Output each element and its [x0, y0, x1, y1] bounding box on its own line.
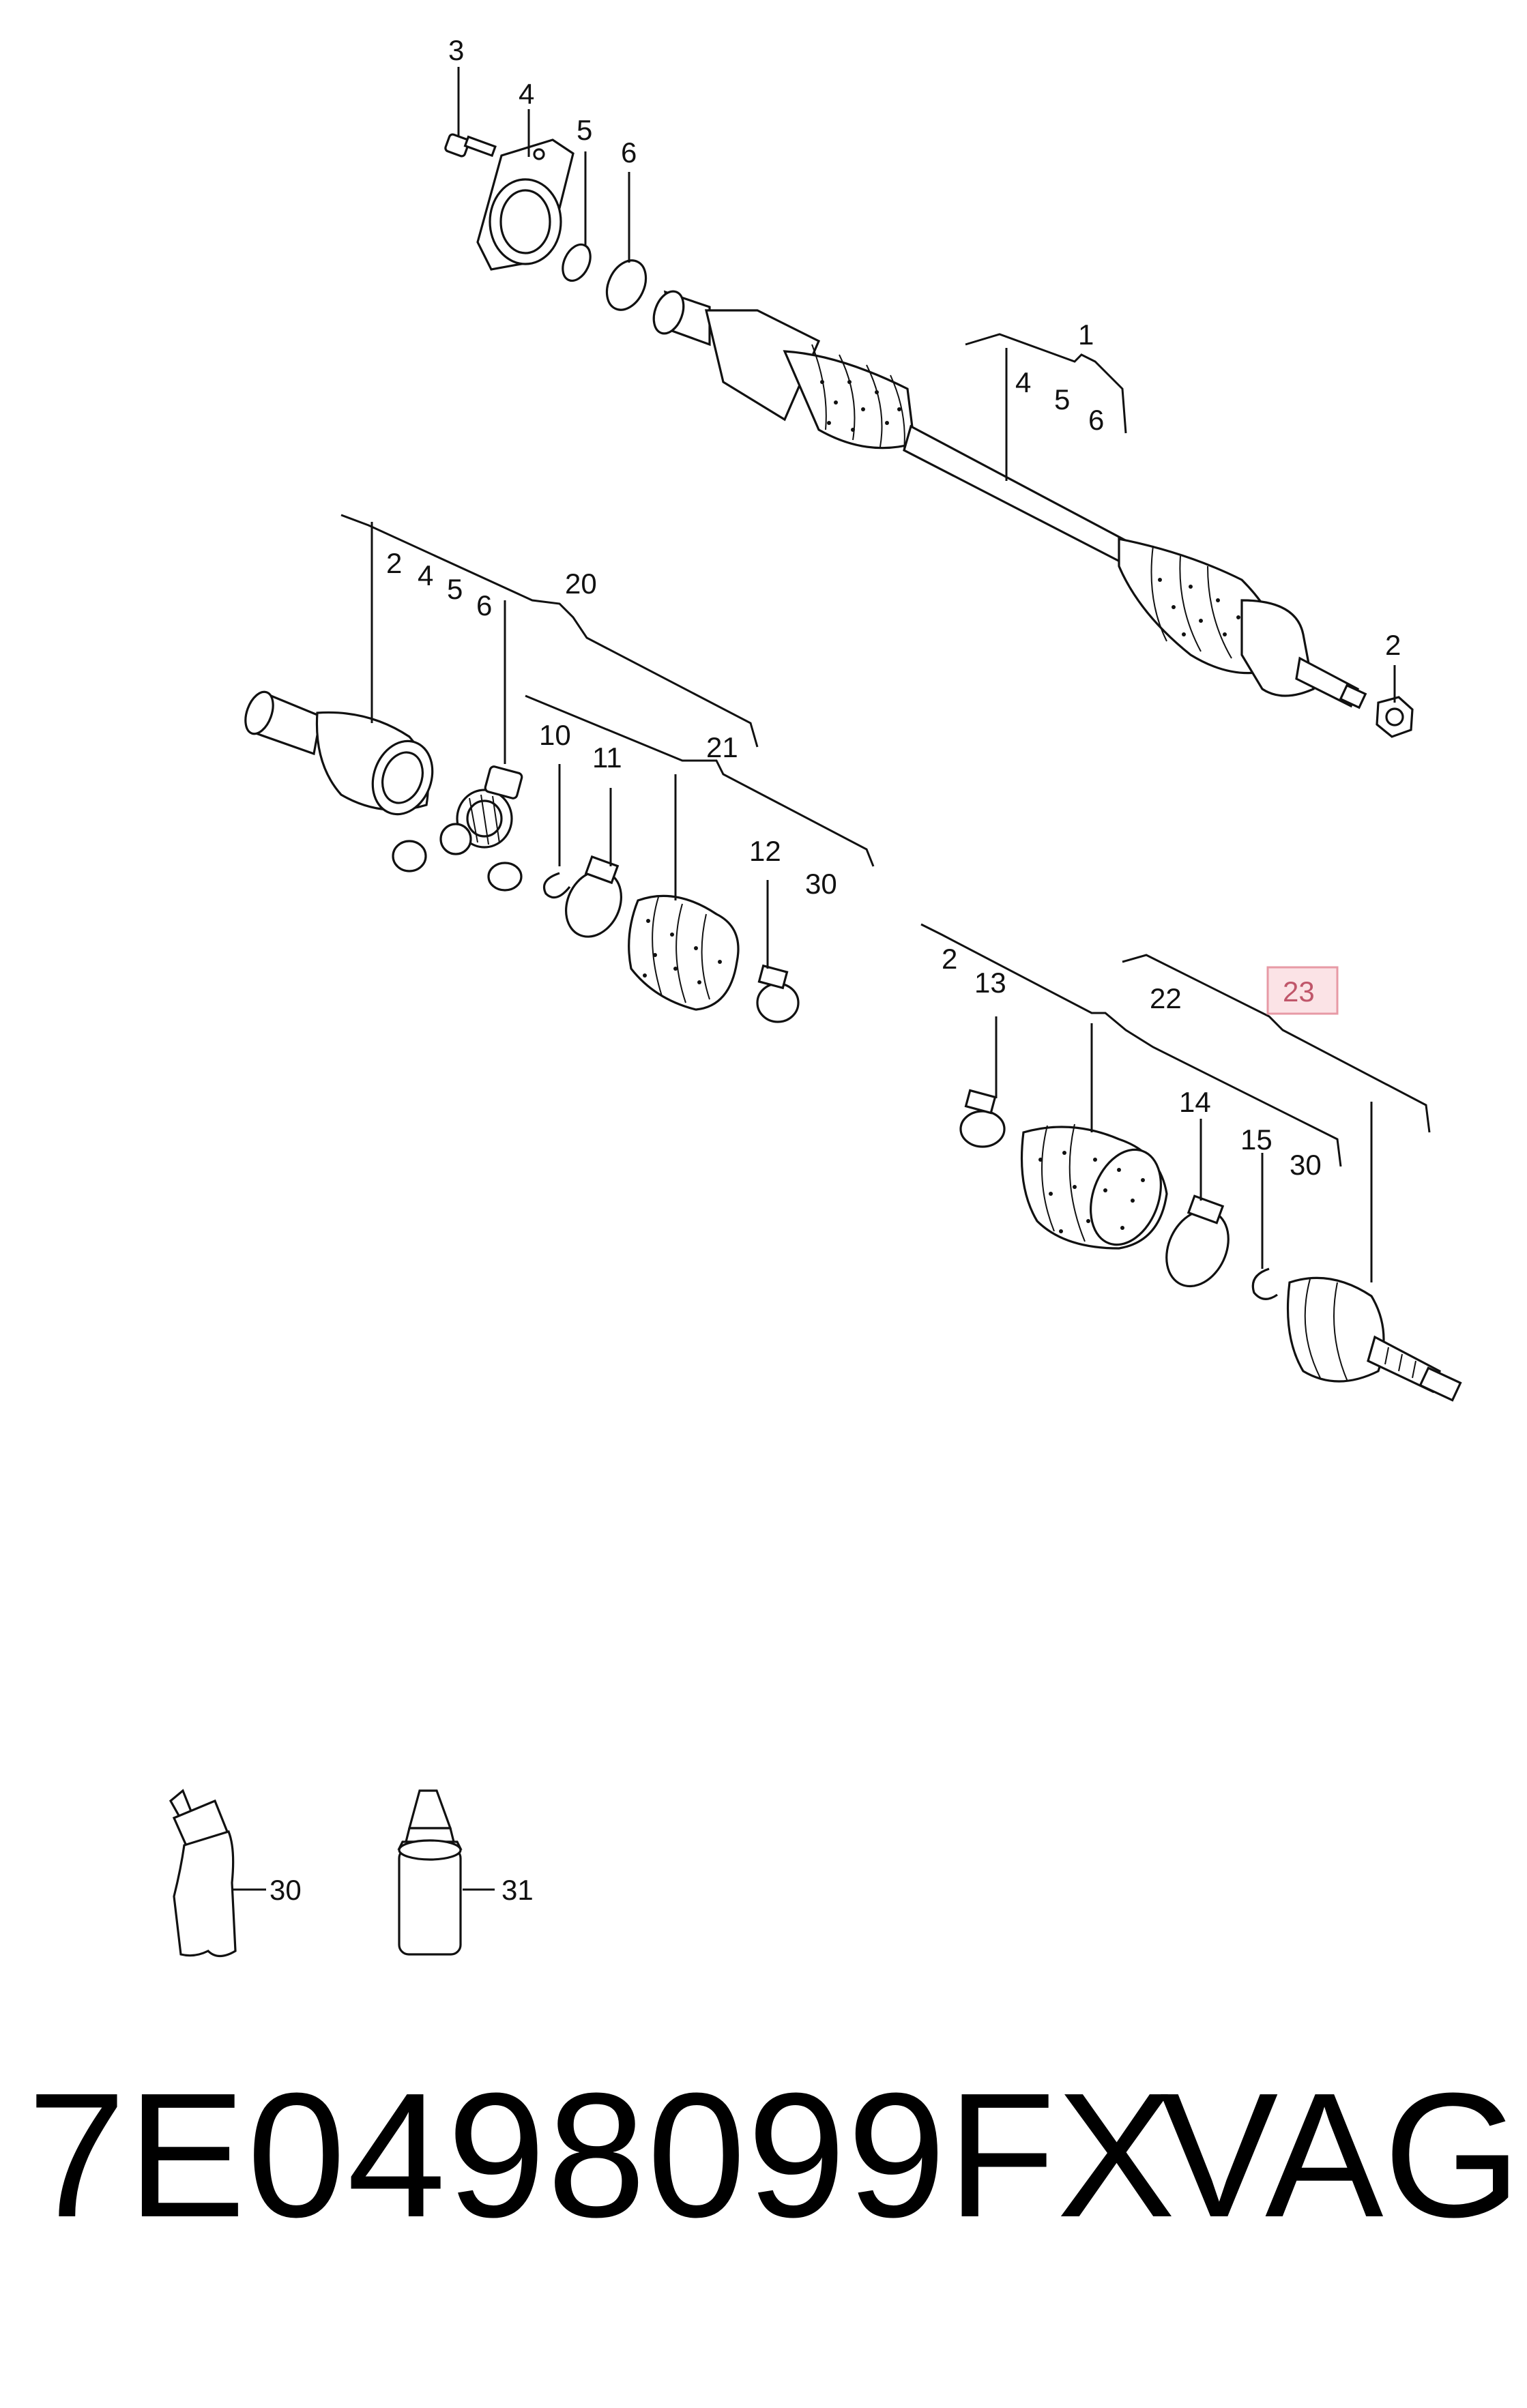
callout-6-kit20: 6	[476, 589, 492, 621]
bearing-cage-part	[439, 765, 523, 855]
callout-22: 22	[1150, 982, 1182, 1014]
circlip-part	[542, 872, 571, 899]
outer-cv-joint-part	[1286, 1276, 1462, 1402]
grease-tube-part	[169, 1789, 237, 1958]
callout-2-kit20: 2	[386, 547, 402, 579]
callout-20: 20	[565, 568, 597, 600]
callout-12: 12	[749, 835, 781, 867]
callout-31: 31	[501, 1874, 534, 1906]
callout-11: 11	[592, 742, 622, 774]
outer-joint-kit: 2 13 22 23 14 15 30	[920, 923, 1462, 1402]
highlight-box-23: 23	[1266, 966, 1339, 1015]
boot-dots	[820, 380, 1240, 636]
callout-15: 15	[1240, 1124, 1272, 1156]
callout-30-tube: 30	[270, 1874, 302, 1906]
outer-boot-part	[1020, 1124, 1168, 1250]
bolt-part	[444, 133, 497, 158]
callout-4-group: 4	[1015, 366, 1031, 398]
callout-5-group: 5	[1054, 383, 1070, 415]
clamp-part	[756, 964, 800, 1023]
clamp-part	[959, 1089, 1006, 1148]
callout-10: 10	[539, 719, 571, 751]
callout-13: 13	[974, 967, 1006, 999]
consumables: 30 31	[169, 1789, 534, 1958]
flange-plate-part	[476, 138, 575, 271]
callout-6: 6	[621, 136, 637, 168]
callout-23: 23	[1283, 975, 1315, 1008]
callout-6-group: 6	[1088, 404, 1104, 436]
circlip-part	[1251, 1267, 1278, 1300]
drive-shaft-assembly: 3 4 5 6 1 4 5 6 2	[444, 34, 1414, 738]
ring-part	[392, 840, 427, 872]
part-number: 7E0498099FX	[27, 2057, 1177, 2255]
shaft-body	[652, 290, 1367, 709]
inner-joint-housing-part	[244, 690, 434, 816]
callout-4: 4	[519, 78, 534, 110]
callout-3: 3	[448, 34, 464, 66]
clamp-part	[1165, 1194, 1230, 1288]
brand-name: VAG	[1160, 2057, 1522, 2255]
callout-5: 5	[577, 114, 592, 146]
circlip-part	[562, 243, 592, 282]
inner-boot-part	[628, 894, 740, 1011]
callout-5-kit20: 5	[447, 573, 463, 605]
callout-4-kit20: 4	[418, 559, 433, 591]
clamp-part	[564, 855, 623, 938]
ring-part	[487, 862, 523, 892]
callout-2-nut: 2	[1385, 629, 1401, 661]
callout-1: 1	[1078, 319, 1094, 351]
callout-30-kit22: 30	[1290, 1149, 1322, 1181]
callout-2-kit22: 2	[942, 943, 957, 975]
sealant-bottle-part	[397, 1789, 463, 1956]
callout-30-kit21: 30	[805, 868, 837, 900]
hex-nut-part	[1376, 696, 1414, 738]
callout-21: 21	[706, 731, 738, 763]
o-ring-part	[605, 259, 648, 311]
inner-joint-kit: 2 4 5 6 20 10 11 21 12 30	[244, 514, 875, 1023]
callout-14: 14	[1179, 1086, 1211, 1118]
